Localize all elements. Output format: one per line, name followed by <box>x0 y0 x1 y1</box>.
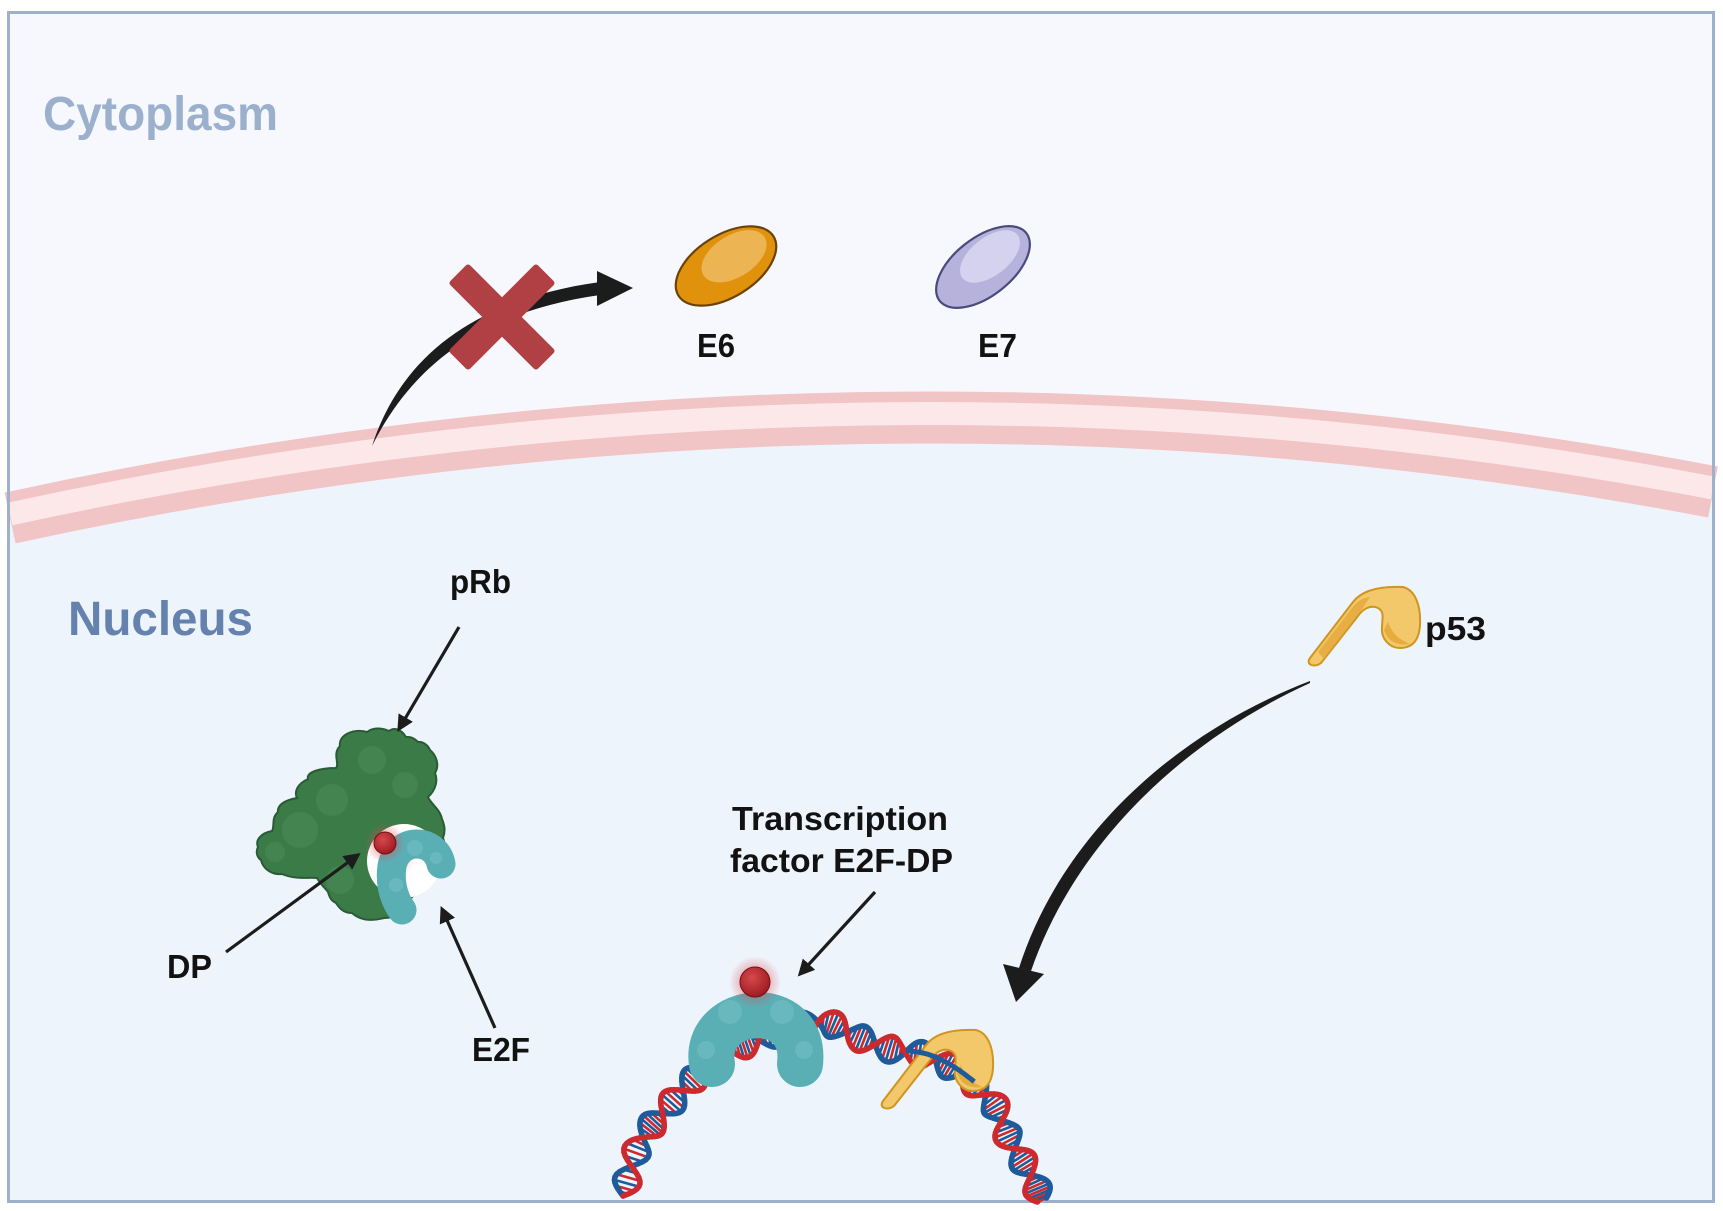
dna-base-pair <box>994 1126 1019 1139</box>
figure-frame <box>7 11 1715 1203</box>
dna-base-pair <box>985 1103 1009 1117</box>
dna-base-pair <box>664 1090 685 1109</box>
dna-base-pair <box>661 1093 683 1113</box>
dna-strand-front <box>905 1047 976 1084</box>
dp-active-icon <box>739 966 771 998</box>
p53-protein-icon <box>1307 585 1422 667</box>
dna-base-pair <box>830 1015 844 1038</box>
dna-base-pair <box>1024 1179 1048 1192</box>
dna-base-pair <box>996 1129 1021 1143</box>
prb-e2f-dp-complex <box>255 727 456 925</box>
transcription-factor-pointer-arrow <box>797 890 877 977</box>
dna-base-pair <box>623 1147 649 1159</box>
nuclear-membrane <box>4 391 1718 544</box>
e7-label: E7 <box>978 327 1017 364</box>
dna-base-pair <box>640 1117 662 1136</box>
dna-base-pair <box>880 1036 891 1060</box>
dna-base-pair <box>1013 1155 1036 1172</box>
cytoplasm-label: Cytoplasm <box>43 88 278 141</box>
dna-base-pair <box>681 1074 699 1092</box>
dna-base-pair <box>646 1112 665 1131</box>
dna-base-pair <box>851 1025 863 1049</box>
dp-pointer-arrow <box>225 853 361 954</box>
e2f-pointer-arrow <box>439 905 497 1029</box>
dna-base-pair <box>888 1037 898 1063</box>
dna-base-pair <box>626 1141 650 1154</box>
nucleus-background <box>10 417 1713 1201</box>
e6-label: E6 <box>697 327 735 364</box>
p53-arrowhead-icon <box>1003 964 1044 1002</box>
dna-base-pair <box>616 1172 641 1183</box>
dna-base-pair <box>1010 1150 1031 1165</box>
dna-base-pair <box>1028 1188 1051 1200</box>
dna-base-pair <box>1024 1182 1050 1195</box>
p53-bound-to-dna-icon <box>880 1028 995 1110</box>
export-arrow-shaft <box>372 282 600 446</box>
dna-base-pair <box>614 1178 640 1188</box>
prb-label: pRb <box>450 563 511 600</box>
dna-base-pair <box>682 1070 704 1090</box>
dna-base-pair <box>858 1027 870 1052</box>
dna-base-pair <box>826 1012 840 1038</box>
blocked-export-arrow <box>372 271 633 446</box>
prb-pointer-arrow <box>397 626 461 732</box>
transcription-factor-label-line2: factor E2F-DP <box>730 842 953 879</box>
nucleus-label: Nucleus <box>68 593 253 646</box>
p53-label: p53 <box>1425 610 1486 647</box>
e2f-texture <box>389 840 442 892</box>
e2f-label: E2F <box>472 1031 530 1068</box>
dna-base-pair <box>1010 1152 1034 1169</box>
dna-base-pair <box>983 1098 1008 1115</box>
dp-protein-icon <box>373 831 397 855</box>
dna-base-pair <box>642 1114 664 1134</box>
e7-protein-icon <box>935 225 1031 309</box>
e2f-protein-icon <box>376 829 456 925</box>
x-mark-icon <box>449 264 555 370</box>
dna-front-segment <box>905 1047 976 1084</box>
dna-base-pair <box>982 1095 1004 1111</box>
export-arrowhead-icon <box>597 271 633 306</box>
dna-base-pair <box>884 1036 895 1062</box>
e2f-dp-dimer-icon <box>688 992 824 1087</box>
dimer-texture <box>697 1000 813 1059</box>
dp-label: DP <box>167 948 212 985</box>
p53-translocation-arrow <box>1003 681 1310 1002</box>
dna-base-pair <box>1026 1185 1051 1198</box>
transcription-factor-label-line1: Transcription <box>732 800 948 837</box>
dna-strand-b <box>1043 1194 1050 1201</box>
e2f-dp-on-dna <box>688 956 824 1087</box>
e6-protein-icon <box>674 225 778 307</box>
dna-base-pair <box>854 1025 867 1051</box>
dna-base-pair <box>824 1011 836 1036</box>
